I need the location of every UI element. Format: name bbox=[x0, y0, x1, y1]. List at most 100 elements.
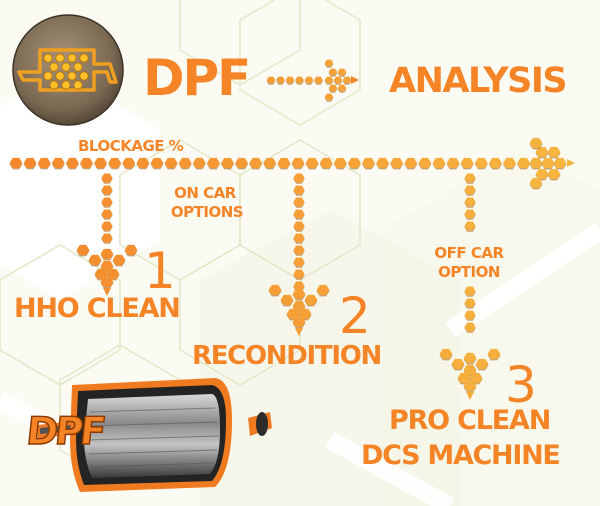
step-1-arrowhead bbox=[76, 244, 90, 256]
step-2-arrowhead bbox=[286, 308, 300, 320]
axis-hexagon bbox=[263, 157, 277, 169]
step-3-arrowhead bbox=[487, 348, 501, 360]
step-1-arrowhead bbox=[88, 254, 102, 266]
step-1-label: HHO CLEAN bbox=[14, 293, 180, 324]
step-1-arrowhead bbox=[124, 244, 138, 256]
axis-hexagon bbox=[333, 157, 347, 169]
group-label-on-car-1: ON CAR bbox=[174, 184, 237, 202]
drop-2-hexagon bbox=[293, 257, 305, 267]
step-3-arrowhead bbox=[439, 348, 453, 360]
axis-hexagon bbox=[9, 157, 23, 169]
drop-2-hexagon bbox=[293, 245, 305, 255]
axis-hexagon bbox=[376, 157, 389, 169]
axis-hexagon bbox=[23, 157, 37, 169]
badge-dot bbox=[49, 80, 59, 90]
axis-hexagon bbox=[108, 157, 122, 169]
step-3-label-line1: PRO CLEAN bbox=[389, 405, 550, 436]
group-label-off-car-2: OPTION bbox=[438, 263, 500, 281]
step-3-arrowhead bbox=[475, 358, 489, 370]
header-arrow-hexagon bbox=[337, 68, 347, 76]
drop-3-hexagon bbox=[464, 209, 476, 219]
axis-label-blockage: BLOCKAGE % bbox=[78, 137, 184, 155]
badge-dot bbox=[61, 62, 71, 72]
axis-hexagon bbox=[80, 157, 93, 169]
drop-2-hexagon bbox=[293, 233, 305, 243]
header-arrow-hexagon bbox=[314, 76, 323, 84]
axis-hexagon bbox=[207, 157, 220, 169]
drop-3-hexagon bbox=[464, 310, 476, 320]
title-analysis: ANALYSIS bbox=[389, 61, 566, 101]
drop-1-hexagon bbox=[101, 233, 113, 243]
drop-2-hexagon bbox=[293, 173, 305, 183]
drop-2-hexagon bbox=[293, 197, 305, 207]
step-3-arrowhead bbox=[457, 372, 471, 384]
badge-dot bbox=[61, 80, 71, 90]
axis-hexagon bbox=[362, 157, 375, 169]
badge-dot bbox=[55, 71, 65, 81]
badge-dot bbox=[55, 53, 65, 63]
axis-hexagon bbox=[66, 157, 79, 169]
group-label-on-car-2: OPTIONS bbox=[171, 203, 243, 221]
axis-hexagon bbox=[51, 157, 65, 169]
step-3-arrowhead bbox=[469, 372, 483, 384]
step-3-number: 3 bbox=[505, 356, 537, 414]
badge-dot bbox=[43, 71, 53, 81]
step-1-arrowhead-tip bbox=[103, 288, 111, 296]
axis-arrowhead-hexagon bbox=[529, 177, 543, 189]
badge-dot bbox=[49, 62, 59, 72]
axis-hexagon bbox=[277, 157, 291, 169]
drop-2-hexagon bbox=[293, 221, 305, 231]
drop-3-hexagon bbox=[464, 286, 476, 296]
axis-arrowhead-hexagon bbox=[529, 157, 543, 169]
axis-arrowhead-hexagon bbox=[553, 157, 567, 169]
step-1-arrowhead bbox=[100, 248, 114, 260]
header-arrow-hexagon bbox=[324, 59, 334, 67]
step-3-arrowhead bbox=[463, 352, 477, 364]
badge-dot bbox=[67, 53, 77, 63]
drop-3-hexagon bbox=[464, 322, 476, 332]
axis-hexagon bbox=[489, 157, 502, 169]
drop-1-hexagon bbox=[101, 173, 113, 183]
axis-hexagon bbox=[432, 157, 446, 169]
axis-hexagon bbox=[305, 157, 319, 169]
axis-arrowhead-hexagon bbox=[547, 146, 561, 158]
badge-dot bbox=[67, 71, 77, 81]
badge-dot bbox=[73, 80, 83, 90]
step-1-arrowhead bbox=[100, 276, 114, 288]
axis-arrowhead-hexagon bbox=[535, 168, 549, 180]
badge-dot bbox=[73, 62, 83, 72]
axis-arrowhead-hexagon bbox=[529, 137, 543, 149]
axis-hexagon bbox=[446, 157, 460, 169]
axis-hexagon bbox=[474, 157, 488, 169]
header-arrow-hexagon bbox=[266, 76, 276, 84]
axis-hexagon bbox=[235, 157, 248, 169]
header-arrow-tip bbox=[351, 76, 359, 84]
title-dpf: DPF bbox=[143, 49, 249, 107]
step-3-arrowhead-tip bbox=[466, 392, 474, 400]
canister-dpf-text: DPF bbox=[24, 409, 105, 453]
axis-hexagon bbox=[122, 157, 136, 169]
drop-2-hexagon bbox=[293, 209, 305, 219]
header-arrow-hexagon bbox=[324, 93, 334, 101]
step-2-arrowhead bbox=[268, 284, 282, 296]
step-1-arrowhead bbox=[106, 268, 120, 280]
axis-hexagon bbox=[460, 157, 474, 169]
header-arrow-hexagon bbox=[337, 84, 347, 92]
axis-arrowhead-hexagon bbox=[541, 157, 555, 169]
step-3-label-line2: DCS MACHINE bbox=[361, 440, 560, 471]
badge-dot bbox=[79, 53, 89, 63]
drop-3-hexagon bbox=[464, 221, 476, 231]
axis-arrowhead-hexagon bbox=[547, 168, 561, 180]
step-1-number: 1 bbox=[144, 242, 176, 300]
axis-hexagon bbox=[249, 157, 263, 169]
drop-1-hexagon bbox=[101, 197, 113, 207]
drop-1-hexagon bbox=[101, 209, 113, 219]
badge-dot bbox=[43, 53, 53, 63]
drop-3-hexagon bbox=[464, 298, 476, 308]
step-2-label: RECONDITION bbox=[192, 341, 381, 371]
drop-2-hexagon bbox=[293, 269, 305, 279]
step-3-arrowhead bbox=[463, 364, 477, 376]
header-arrow-hexagon bbox=[328, 84, 338, 92]
step-1-arrowhead bbox=[94, 268, 108, 280]
